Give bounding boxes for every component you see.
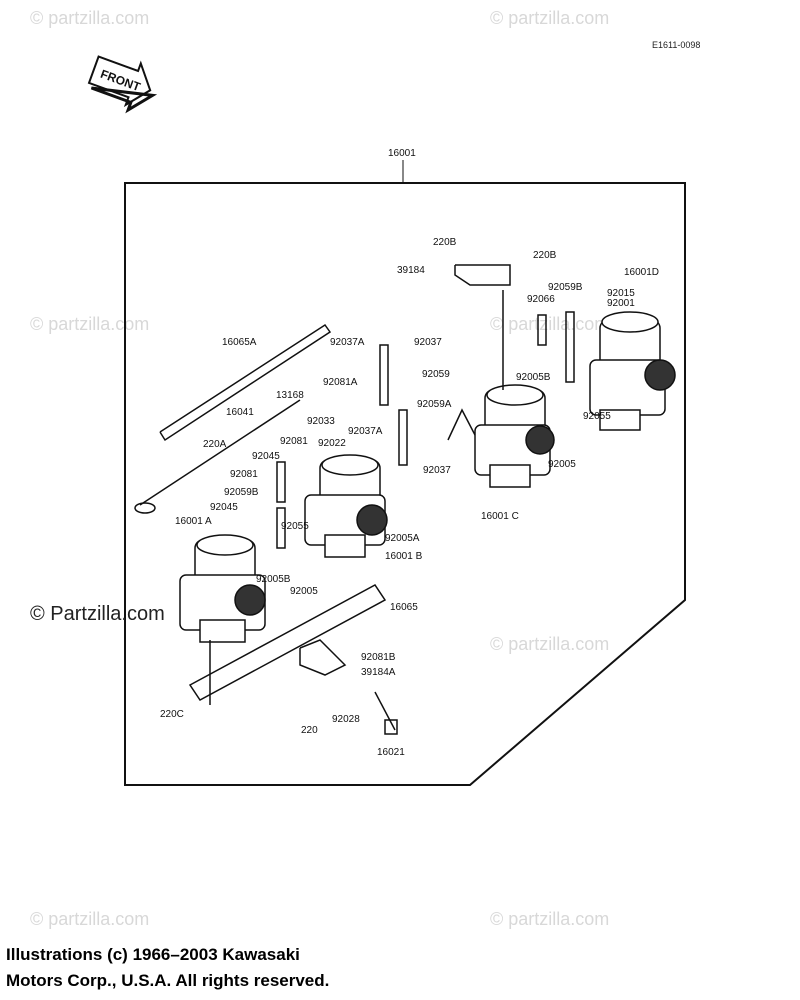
part-label: 92045 [252, 451, 280, 462]
part-label: 13168 [276, 390, 304, 401]
part-label: 92055 [281, 521, 309, 532]
part-label: 16001 B [385, 551, 423, 562]
part-label: 92037A [348, 426, 383, 437]
part-label: 16021 [377, 747, 405, 758]
carburetor-16001c [474, 384, 555, 488]
reference-code: E1611-0098 [652, 40, 701, 50]
part-label: 39184 [397, 265, 425, 276]
watermarks: © partzilla.com © partzilla.com © partzi… [30, 8, 609, 929]
part-label: 39184A [361, 667, 396, 678]
watermark: © partzilla.com [490, 314, 609, 334]
part-label: 220B [533, 250, 557, 261]
assembly-outline [124, 182, 686, 786]
part-label: 92059B [224, 487, 259, 498]
part-label: 92033 [307, 416, 335, 427]
part-label: 92059A [417, 399, 452, 410]
part-label: 92037 [423, 465, 451, 476]
part-label: 16001 C [481, 511, 519, 522]
part-label: 220B [433, 237, 457, 248]
part-label: 220 [301, 725, 318, 736]
front-arrow-icon: FRONT [87, 55, 158, 114]
part-label: 92059B [548, 282, 583, 293]
watermark: © partzilla.com [30, 314, 149, 334]
part-label: 92037 [414, 337, 442, 348]
part-label: 16065A [222, 337, 257, 348]
part-label: 92005A [385, 533, 420, 544]
part-label: 92066 [527, 294, 555, 305]
part-label: 92005B [516, 372, 551, 383]
part-label: 92081B [361, 652, 396, 663]
watermark: © Partzilla.com [30, 603, 165, 625]
part-label: 16001 [388, 148, 416, 159]
part-label: 92001 [607, 298, 635, 309]
part-label: 16065 [390, 602, 418, 613]
watermark: © partzilla.com [490, 8, 609, 28]
part-label: 92055 [583, 411, 611, 422]
part-label: 92045 [210, 502, 238, 513]
hoses-and-rods [134, 264, 575, 735]
part-label: 92005 [290, 586, 318, 597]
part-label: 16001D [624, 267, 659, 278]
watermark: © partzilla.com [490, 634, 609, 654]
copyright-line-2: Motors Corp., U.S.A. All rights reserved… [6, 971, 330, 990]
carburetor-16001a [179, 534, 266, 643]
part-labels: 16001 220B 220B 39184 92059B 16001D 9206… [160, 148, 659, 758]
part-label: 92005B [256, 574, 291, 585]
part-label: 92081A [323, 377, 358, 388]
carburetor-16001b [304, 454, 388, 558]
part-label: 92005 [548, 459, 576, 470]
part-label: 16041 [226, 407, 254, 418]
part-label: 92022 [318, 438, 346, 449]
part-label: 92081 [230, 469, 258, 480]
part-label: 220A [203, 439, 227, 450]
part-label: 92028 [332, 714, 360, 725]
carburetor-16001d [589, 311, 676, 431]
part-label: 92059 [422, 369, 450, 380]
part-label: 16001 A [175, 516, 212, 527]
part-label: 92037A [330, 337, 365, 348]
watermark: © partzilla.com [30, 8, 149, 28]
part-label: 92081 [280, 436, 308, 447]
watermark: © partzilla.com [30, 909, 149, 929]
part-label: 220C [160, 709, 184, 720]
copyright-line-1: Illustrations (c) 1966–2003 Kawasaki [6, 945, 300, 964]
part-label: 92015 [607, 288, 635, 299]
watermark: © partzilla.com [490, 909, 609, 929]
